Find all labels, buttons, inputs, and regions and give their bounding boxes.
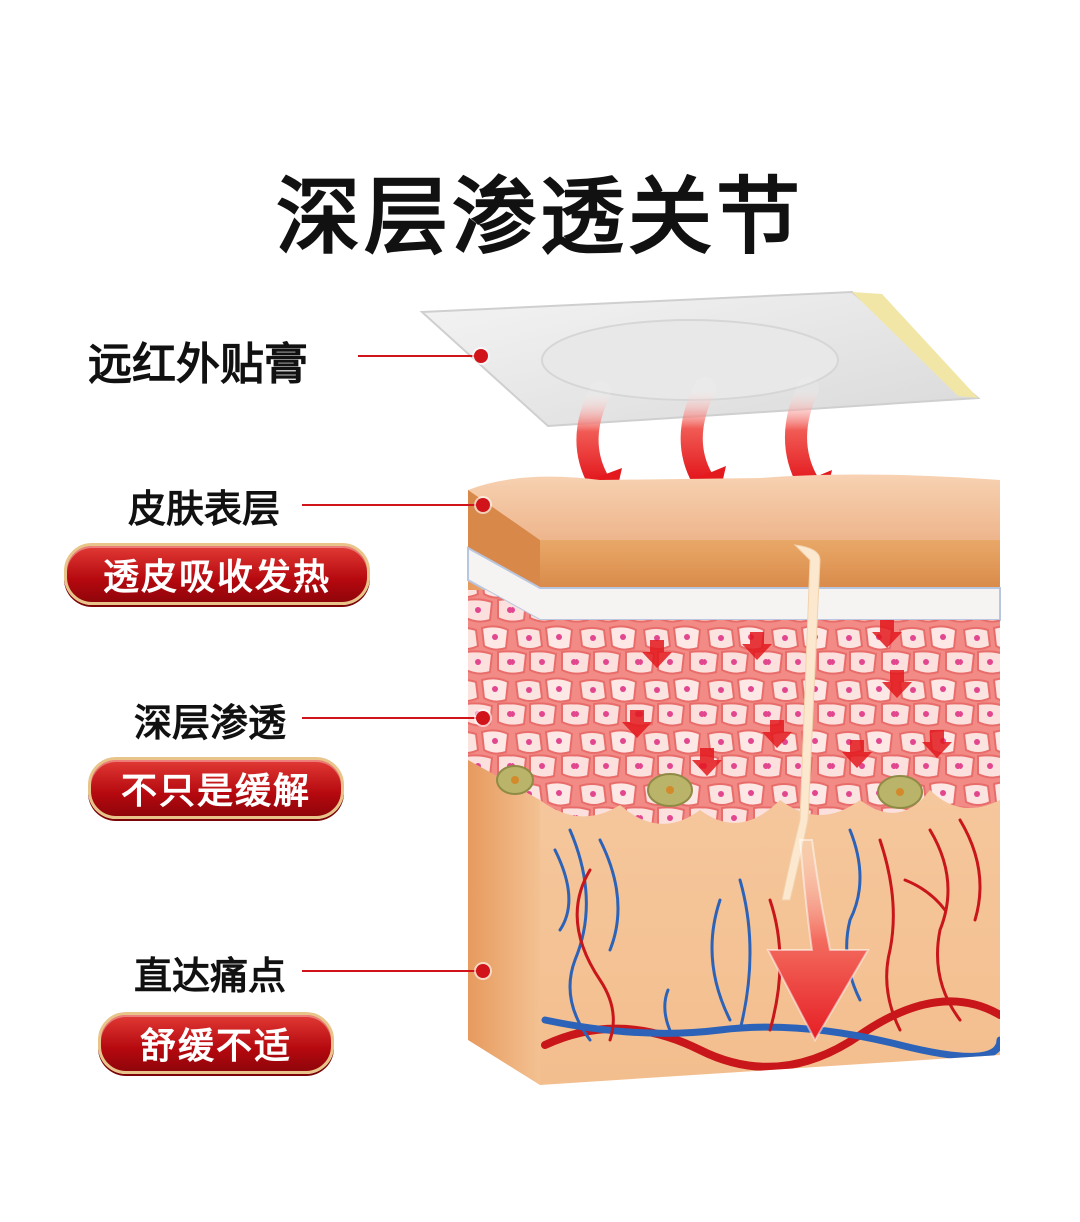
pain-point-connector (302, 970, 478, 972)
skin-surface-badge: 透皮吸收发热 (64, 543, 370, 605)
deep-penetration-label: 深层渗透 (134, 700, 287, 745)
patch-connector (358, 355, 476, 357)
skin-block (467, 474, 1001, 1085)
deep-penetration-badge: 不只是缓解 (88, 757, 344, 819)
deep-penetration-dot (476, 711, 490, 725)
pain-point-badge: 舒缓不适 (98, 1012, 334, 1074)
far-infrared-patch (419, 290, 981, 428)
patch-label: 远红外贴膏 (88, 339, 308, 390)
skin-surface-label: 皮肤表层 (128, 486, 281, 531)
pain-point-label: 直达痛点 (134, 953, 287, 998)
deep-penetration-connector (302, 717, 478, 719)
patch-dot (474, 349, 488, 363)
skin-surface-connector (302, 504, 478, 506)
skin-surface-dot (476, 498, 490, 512)
page-title: 深层渗透关节 (275, 167, 804, 266)
pain-point-dot (476, 964, 490, 978)
